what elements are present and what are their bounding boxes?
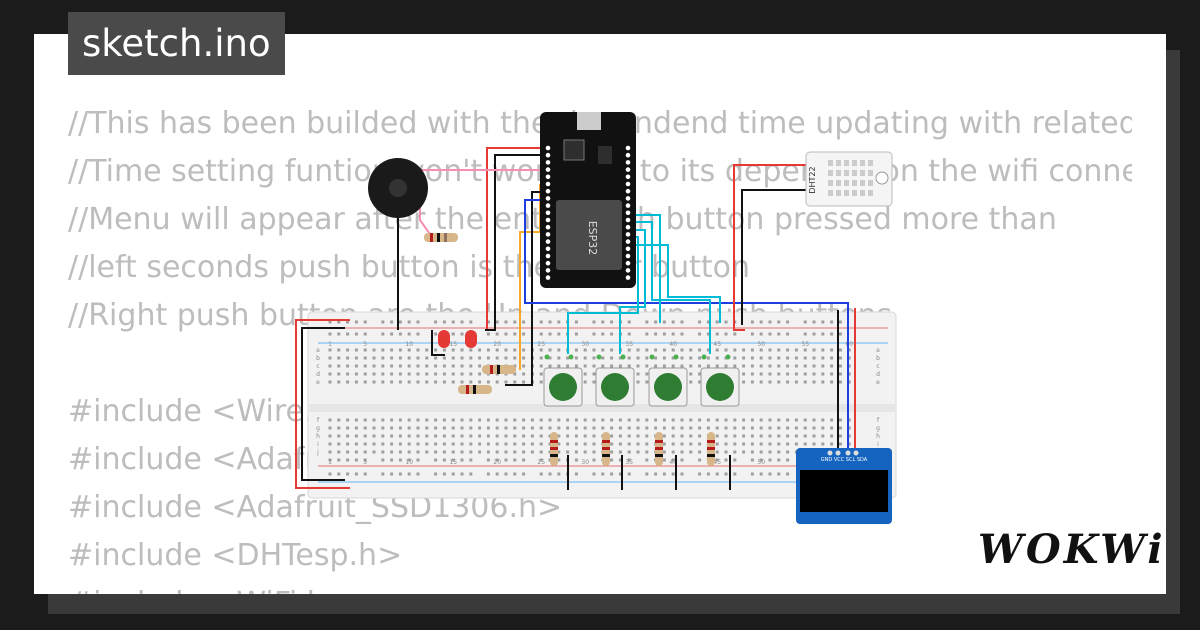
column-number: 5	[363, 459, 367, 466]
row-letter: g	[316, 425, 320, 432]
column-number: 35	[625, 459, 633, 466]
push-button	[700, 354, 740, 407]
column-number: 50	[757, 341, 765, 348]
pulldown-resistor	[655, 432, 663, 466]
pulldown-resistor	[707, 432, 715, 466]
pulldown-resistor	[550, 432, 558, 466]
column-number: 60	[845, 341, 853, 348]
row-letter: f	[317, 417, 320, 424]
resistor-2	[458, 385, 492, 394]
wires	[295, 147, 856, 490]
row-letter: a	[316, 347, 320, 354]
row-letter: i	[877, 441, 879, 448]
column-number: 50	[757, 459, 765, 466]
column-number: 20	[493, 341, 501, 348]
column-number: 30	[581, 341, 589, 348]
column-number: 1	[328, 459, 332, 466]
button-resistors	[550, 432, 715, 466]
row-letter: f	[877, 417, 880, 424]
row-letter: c	[316, 363, 319, 370]
column-number: 25	[537, 459, 545, 466]
code-line: #include <DHTesp.h>	[68, 538, 403, 573]
column-number: 45	[713, 341, 721, 348]
oled-display: GND VCC SCL SDA	[796, 448, 892, 524]
push-buttons	[543, 354, 740, 407]
file-title[interactable]: sketch.ino	[68, 12, 285, 75]
breadboard-column-numbers: 1155101015152020252530303535404045455050…	[328, 341, 853, 466]
oled-pin-labels: GND VCC SCL SDA	[821, 457, 868, 463]
dht22-label: DHT22	[808, 166, 817, 193]
column-number: 45	[713, 459, 721, 466]
esp32-pins	[545, 145, 631, 280]
row-letter: j	[316, 449, 319, 456]
wokwi-logo: WOKWi	[978, 526, 1166, 573]
esp32-label: ESP32	[586, 221, 599, 256]
led-1	[438, 330, 450, 348]
column-number: 10	[405, 459, 413, 466]
led-2	[465, 330, 477, 348]
row-letter: e	[876, 379, 880, 386]
column-number: 55	[801, 341, 809, 348]
column-number: 10	[405, 341, 413, 348]
column-number: 35	[625, 341, 633, 348]
row-letter: c	[876, 363, 879, 370]
pulldown-resistor	[602, 432, 610, 466]
code-line: //Time setting funtion won't work due to…	[68, 154, 1132, 189]
row-letter: i	[317, 441, 319, 448]
column-number: 40	[669, 341, 677, 348]
column-number: 15	[449, 341, 457, 348]
row-letter: a	[876, 347, 880, 354]
breadboard-holes	[328, 320, 851, 476]
esp32-board: ESP32	[540, 112, 636, 288]
column-number: 40	[669, 459, 677, 466]
buzzer	[368, 158, 428, 218]
row-letter: h	[316, 433, 320, 440]
row-letter: h	[876, 433, 880, 440]
code-line: #include <WiFi.h>	[68, 580, 1132, 594]
column-number: 20	[493, 459, 501, 466]
push-button	[648, 354, 688, 407]
dht22-sensor: DHT22	[805, 151, 893, 207]
push-button	[595, 354, 635, 407]
resistor-buzzer	[424, 233, 458, 242]
column-number: 1	[328, 341, 332, 348]
row-letter: g	[876, 425, 880, 432]
resistor-1	[482, 365, 516, 374]
column-number: 25	[537, 341, 545, 348]
push-button	[543, 354, 583, 407]
column-number: 30	[581, 459, 589, 466]
row-letter: b	[876, 355, 880, 362]
column-number: 15	[449, 459, 457, 466]
row-letter: e	[316, 379, 320, 386]
row-letter: d	[316, 371, 320, 378]
column-number: 5	[363, 341, 367, 348]
row-letter: d	[876, 371, 880, 378]
row-letter: b	[316, 355, 320, 362]
